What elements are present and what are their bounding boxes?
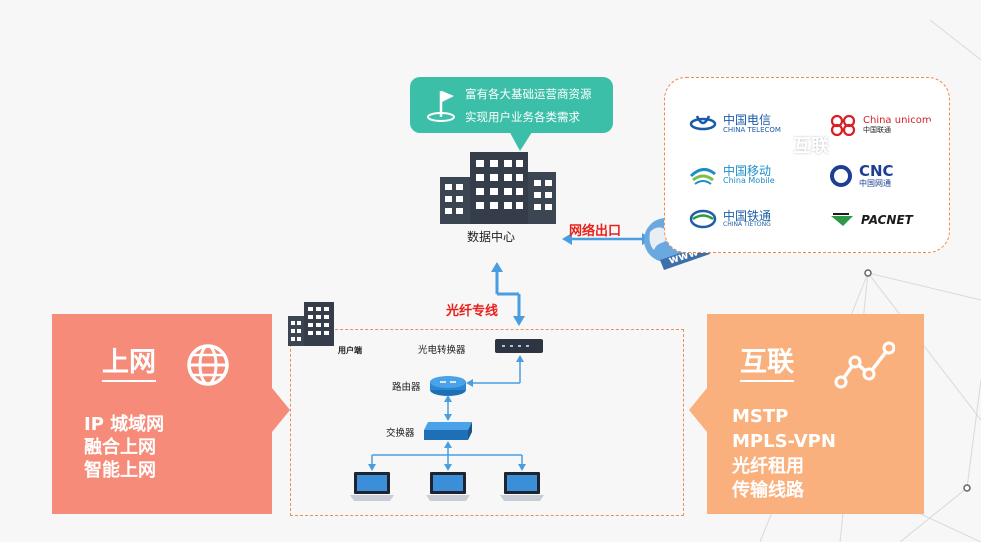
laptop-icon	[426, 472, 470, 501]
flag-icon	[427, 91, 455, 122]
carrier-logo-tietong: 中国铁通 CHINA TIETONG	[689, 208, 771, 230]
right-panel-pointer	[689, 388, 707, 432]
bubble-line-1: 富有各大基础运营商资源	[465, 87, 592, 101]
fiber-label: 光纤专线	[446, 304, 499, 319]
carrier-name: CNC	[859, 162, 894, 180]
interconnect-panel: 互联 MSTP MPLS-VPN 光纤租用 传输线路	[689, 314, 924, 514]
china-unicom-icon	[830, 114, 856, 136]
router-icon	[430, 376, 466, 396]
carrier-name: 中国铁通	[723, 208, 772, 223]
internet-item: 融合上网	[84, 437, 156, 458]
user-building-icon	[288, 302, 334, 346]
user-label: 用户端	[338, 346, 362, 355]
interconnect-item: 传输线路	[732, 480, 804, 501]
china-mobile-icon	[689, 168, 716, 185]
bubble-line-2: 实现用户业务各类需求	[465, 110, 580, 124]
left-panel-pointer	[272, 388, 290, 432]
carrier-logo-pacnet: PACNET	[829, 212, 913, 228]
carrier-subname: CHINA TELECOM	[723, 125, 781, 134]
fiber-line-arrow	[491, 262, 525, 326]
globe-icon	[187, 344, 229, 386]
carrier-logo-unicom: China unicom 中国联通	[829, 114, 932, 136]
carrier-panel: 中国电信 CHINA TELECOM China unicom 中国联通 中国移…	[664, 77, 950, 253]
router-label: 路由器	[392, 382, 421, 393]
carrier-name: PACNET	[861, 212, 913, 227]
carrier-logo-mobile: 中国移动 China Mobile	[689, 164, 775, 186]
carrier-name: China unicom	[863, 115, 932, 127]
carrier-logo-telecom: 中国电信 CHINA TELECOM	[689, 114, 781, 134]
bubble-text: 富有各大基础运营商资源 实现用户业务各类需求	[465, 83, 592, 129]
carrier-subname: 中国联通	[863, 125, 891, 134]
carrier-subname: 中国网通	[859, 178, 891, 188]
internet-panel-title: 上网	[102, 346, 156, 382]
internet-access-panel: 上网 IP 城域网 融合上网 智能上网	[52, 314, 290, 514]
interconnect-item: MPLS-VPN	[732, 431, 836, 452]
carrier-logo-cnc: CNC 中国网通	[829, 162, 894, 188]
internet-item: IP 城域网	[84, 414, 165, 435]
china-tietong-icon	[689, 209, 717, 229]
switch-icon	[424, 422, 472, 440]
datacenter-building-icon	[440, 152, 556, 224]
pacnet-icon	[831, 213, 853, 226]
user-side-box	[290, 329, 684, 516]
lan-connection-lines	[368, 355, 526, 471]
info-bubble: 富有各大基础运营商资源 实现用户业务各类需求	[410, 77, 613, 151]
interconnect-item: 光纤租用	[732, 456, 804, 477]
network-exit-label: 网络出口	[569, 224, 622, 239]
bubble-tail	[508, 129, 534, 151]
carrier-name: 中国移动	[723, 163, 772, 178]
laptop-icon	[350, 472, 394, 501]
laptop-icon	[500, 472, 544, 501]
cnc-icon	[830, 165, 852, 188]
trend-watermark-icon	[879, 120, 939, 166]
converter-label: 光电转换器	[418, 345, 466, 356]
optical-converter-icon	[495, 339, 543, 353]
datacenter-label: 数据中心	[467, 230, 516, 244]
carrier-subname: CHINA TIETONG	[723, 221, 771, 229]
carrier-name: 中国电信	[723, 113, 772, 128]
carrier-interconnect-watermark: 互联	[793, 136, 829, 157]
switch-label: 交换器	[386, 428, 415, 439]
china-telecom-icon	[689, 115, 717, 131]
interconnect-panel-title: 互联	[740, 346, 794, 382]
carrier-subname: China Mobile	[723, 176, 775, 186]
internet-item: 智能上网	[84, 460, 156, 481]
interconnect-item: MSTP	[732, 406, 789, 427]
trend-line-icon	[834, 341, 895, 389]
